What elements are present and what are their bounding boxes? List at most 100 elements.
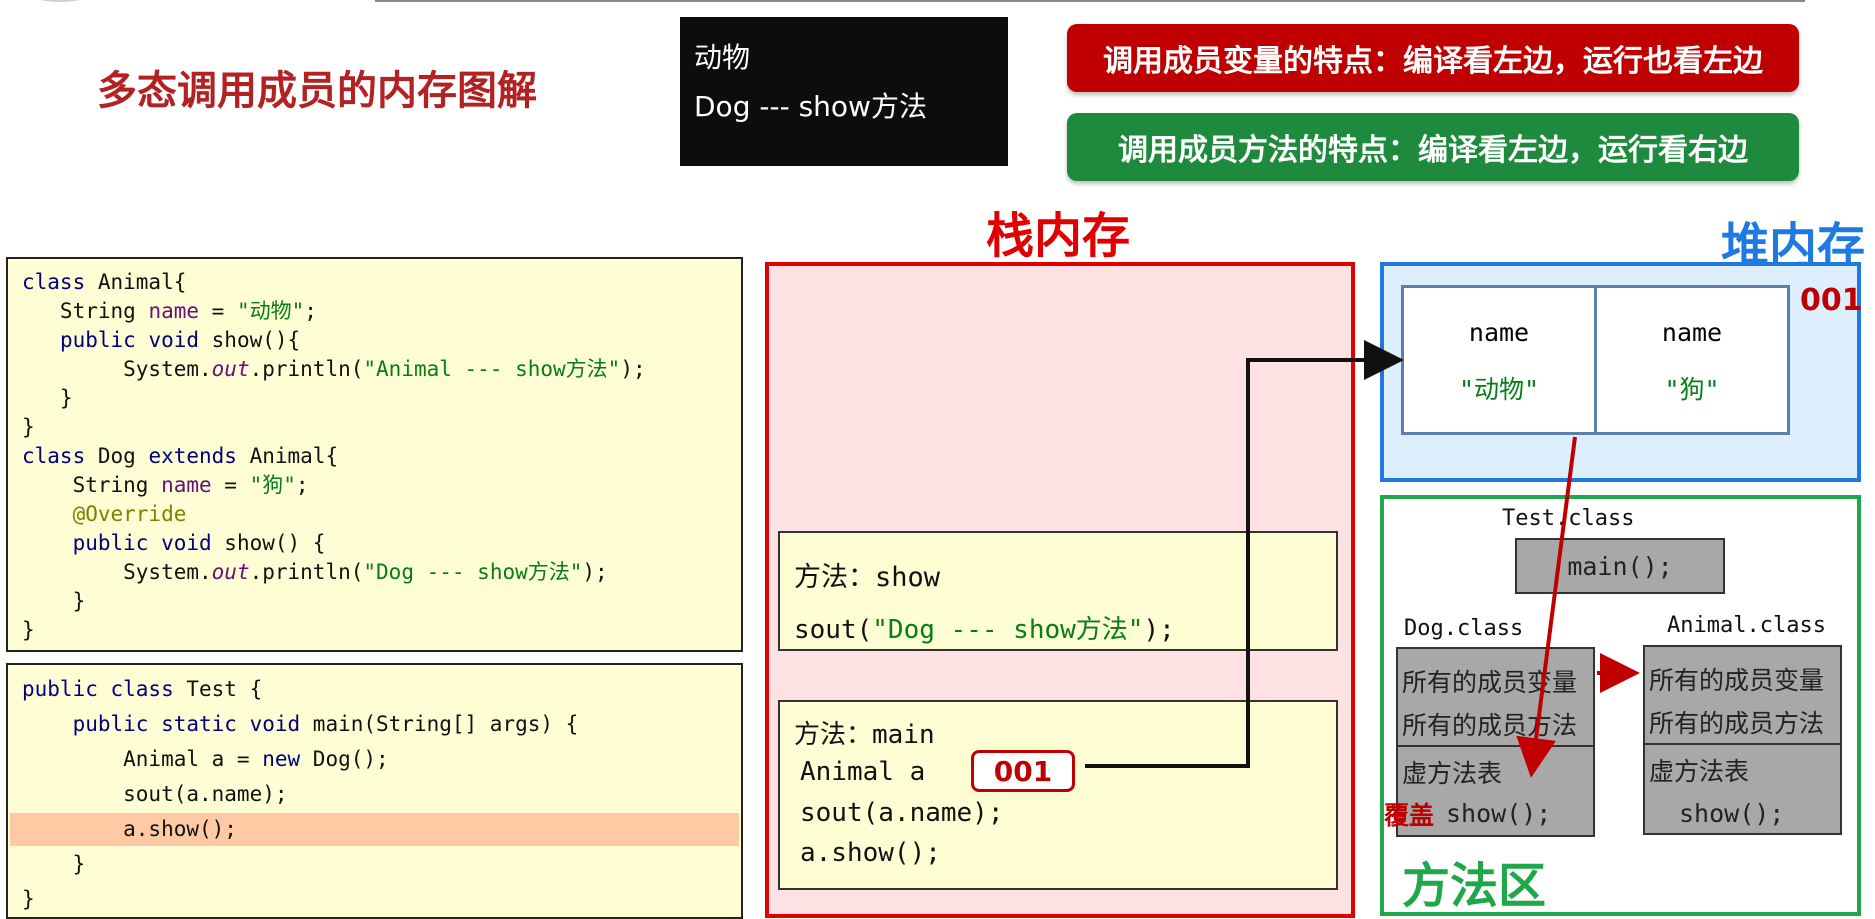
code-token: String	[22, 473, 162, 497]
method-rule-banner: 调用成员方法的特点：编译看左边，运行看右边	[1067, 113, 1799, 181]
member-text: 所有的成员变量	[1649, 666, 1825, 695]
code-token: show(){	[199, 328, 301, 352]
divider	[1398, 745, 1593, 747]
code-token: =	[211, 473, 250, 497]
member-text: 所有的成员方法	[1649, 709, 1825, 738]
code-token: );	[620, 357, 646, 381]
avatar	[30, 0, 90, 2]
code-token: System.	[22, 357, 212, 381]
field-rule-banner: 调用成员变量的特点：编译看左边，运行也看左边	[1067, 24, 1799, 92]
stack-frame-show: 方法：show sout("Dog --- show方法");	[778, 531, 1338, 651]
top-divider	[375, 0, 1805, 2]
field-name: name	[1661, 318, 1723, 347]
code-token: Dog();	[300, 747, 389, 771]
code-line: }	[22, 885, 35, 913]
code-line: @Override	[22, 500, 187, 528]
console-line: 动物	[694, 41, 751, 74]
code-token: class	[22, 270, 86, 294]
code-token: System.	[22, 560, 212, 584]
code-token: "动物"	[236, 299, 305, 323]
address-badge: 001	[971, 750, 1075, 792]
frame-title: 方法：main	[794, 720, 935, 750]
code-token: );	[582, 560, 608, 584]
animal-class-box: 所有的成员变量 所有的成员方法 虚方法表 show();	[1643, 645, 1842, 835]
code-token: main(String[] args) {	[300, 712, 579, 736]
code-token: class	[22, 444, 86, 468]
code-token: =	[199, 299, 237, 323]
code-line: }	[22, 384, 73, 412]
code-line: public class Test {	[22, 675, 262, 703]
frame-line: sout(a.name);	[800, 798, 1004, 828]
code-token: }	[22, 618, 35, 642]
class-name: Animal.class	[1667, 613, 1826, 638]
console-line: Dog --- show方法	[694, 90, 927, 123]
code-token: out	[211, 357, 250, 381]
code-token: .println(	[249, 560, 364, 584]
code-line: }	[22, 587, 86, 615]
heap-field-cell: name "狗"	[1594, 285, 1790, 435]
reference-arrow	[1085, 340, 1404, 768]
code-token: Animal{	[236, 444, 339, 468]
code-line: System.out.println("Animal --- show方法");	[22, 355, 646, 383]
member-text: 所有的成员变量	[1402, 668, 1578, 697]
highlighted-line	[10, 813, 739, 846]
code-line: }	[22, 616, 35, 644]
code-line: }	[22, 413, 35, 441]
code-line: public static void main(String[] args) {	[22, 710, 579, 738]
divider	[1645, 743, 1840, 745]
code-panel-classes: class Animal{ String name = "动物"; public…	[6, 257, 743, 652]
method-name: main();	[1567, 552, 1673, 581]
code-token: sout(a.name);	[22, 782, 288, 806]
stack-frame-main: 方法：main Animal a sout(a.name); a.show();	[778, 700, 1338, 890]
code-token: Animal a =	[22, 747, 263, 771]
code-panel-test: public class Test { public static void m…	[6, 663, 743, 919]
code-token: }	[22, 415, 35, 439]
code-line: String name = "狗";	[22, 471, 309, 499]
class-name: Dog.class	[1404, 616, 1524, 641]
local-var: Animal a	[800, 757, 926, 787]
code-line: Animal a = new Dog();	[22, 745, 389, 773]
code-token: name	[161, 473, 212, 497]
code-token: "Dog --- show方法"	[363, 560, 583, 584]
method-name: show();	[1446, 799, 1552, 828]
code-line: class Animal{	[22, 268, 186, 296]
class-name: Test.class	[1502, 506, 1635, 531]
code-token: .println(	[249, 357, 364, 381]
code-token: public class	[22, 677, 174, 701]
code-token: new	[262, 747, 301, 771]
code-token: out	[211, 560, 250, 584]
code-token: public void	[72, 531, 212, 555]
field-name: name	[1468, 318, 1530, 347]
method-name: show();	[1679, 799, 1785, 828]
heap-field-cell: name "动物"	[1401, 285, 1597, 435]
member-text: 所有的成员方法	[1402, 711, 1578, 740]
method-area-label: 方法区	[1402, 858, 1547, 914]
console-output: 动物 Dog --- show方法	[680, 17, 1008, 166]
frame-title: 方法：show	[794, 562, 941, 593]
code-token: public static void	[72, 712, 301, 736]
code-token: extends	[148, 444, 237, 468]
heap-address: 001	[1800, 283, 1863, 318]
code-token: }	[22, 887, 35, 911]
code-line: String name = "动物";	[22, 297, 317, 325]
field-value: "动物"	[1458, 375, 1540, 404]
code-token: ;	[304, 299, 317, 323]
code-line: public void show(){	[22, 326, 300, 354]
code-line: class Dog extends Animal{	[22, 442, 338, 470]
code-token: ;	[295, 473, 309, 497]
code-token: }	[22, 589, 86, 613]
override-tag: 覆盖	[1384, 801, 1435, 830]
stack-label: 栈内存	[986, 208, 1131, 264]
vtable-label: 虚方法表	[1402, 759, 1503, 788]
code-token: String	[22, 299, 149, 323]
code-token: "Animal --- show方法"	[363, 357, 621, 381]
frame-line: a.show();	[800, 838, 941, 868]
code-line: }	[22, 850, 86, 878]
code-token: @Override	[72, 502, 187, 526]
frame-code: sout("Dog --- show方法");	[794, 615, 1175, 645]
code-token: Animal{	[85, 270, 187, 294]
code-token: Test {	[173, 677, 263, 701]
slide-title: 多态调用成员的内存图解	[97, 68, 537, 114]
code-token: Dog	[85, 444, 149, 468]
